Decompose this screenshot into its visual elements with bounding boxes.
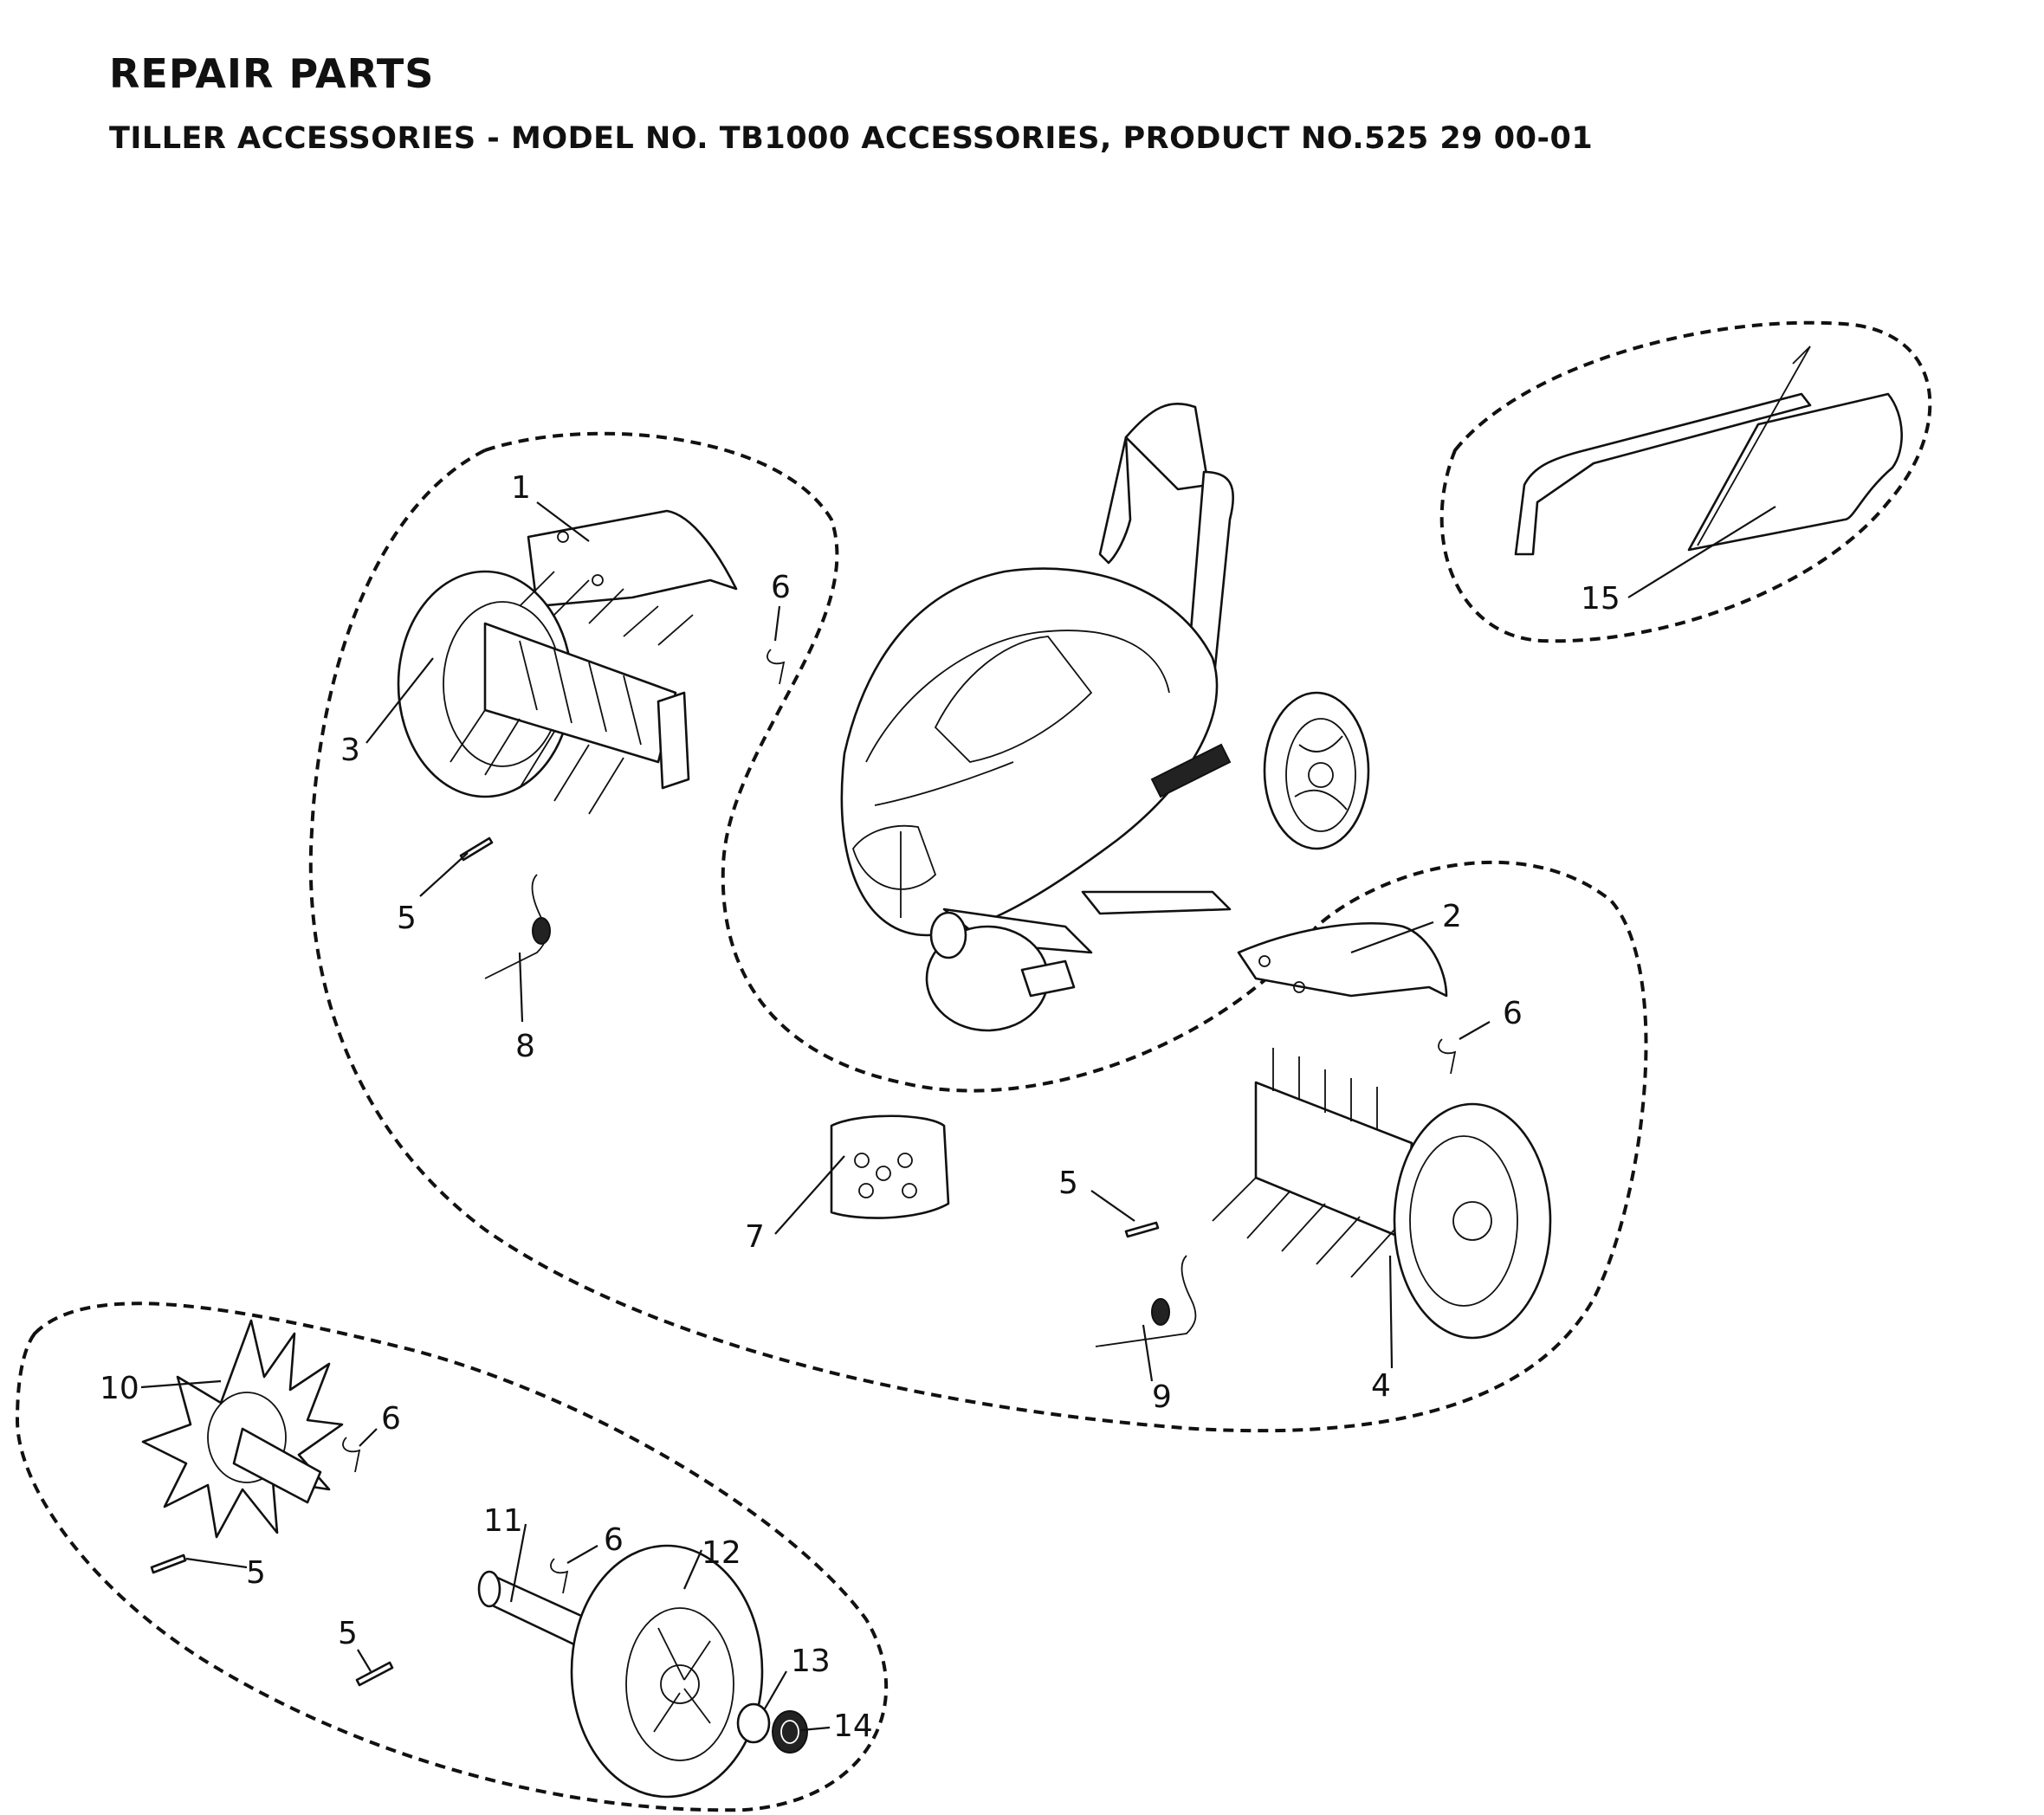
part-14-ring: [772, 1710, 808, 1754]
page-subtitle: TILLER ACCESSORIES - MODEL NO. TB1000 AC…: [109, 121, 1594, 156]
callout-3: 3: [340, 733, 360, 768]
callout-6b: 6: [1503, 996, 1523, 1031]
part-10-star-tine: [141, 1319, 344, 1539]
part-12-wheel: [570, 1544, 764, 1799]
callout-7: 7: [745, 1219, 765, 1255]
part-13-washer: [736, 1702, 771, 1744]
part-2-cover-right: [1237, 921, 1448, 998]
callout-15: 15: [1581, 581, 1620, 617]
callout-6a: 6: [771, 570, 791, 605]
callout-10: 10: [100, 1371, 139, 1406]
callout-5a: 5: [397, 901, 417, 936]
aerator-group-outline: [15, 1302, 889, 1812]
part-9-spring: [1095, 1255, 1197, 1347]
page-title: REPAIR PARTS: [109, 50, 435, 97]
callout-8: 8: [515, 1029, 535, 1064]
callout-6c: 6: [381, 1401, 401, 1437]
callout-5b: 5: [1058, 1166, 1078, 1201]
part-3-dethatcher-left: [397, 570, 694, 815]
part-11-axle: [477, 1570, 591, 1647]
leader-lines: [140, 501, 1776, 1732]
dethatcher-group-outline: [308, 431, 1648, 1433]
accessory-group-outline: [1439, 320, 1932, 643]
callout-5c: 5: [246, 1555, 266, 1591]
callout-5d: 5: [338, 1616, 358, 1651]
callout-11: 11: [483, 1503, 523, 1539]
callout-6d: 6: [604, 1522, 624, 1558]
tiller-body: [840, 403, 1370, 1032]
part-6-clips: [342, 649, 1457, 1594]
callout-9: 9: [1152, 1379, 1172, 1415]
callout-2: 2: [1442, 899, 1462, 934]
callout-1: 1: [511, 470, 531, 506]
callout-12: 12: [702, 1535, 741, 1571]
part-4-dethatcher-right: [1212, 1048, 1552, 1340]
part-8-spring: [484, 874, 551, 979]
part-7-hardware-bag: [830, 1114, 950, 1219]
callout-13: 13: [791, 1644, 831, 1679]
callout-4: 4: [1371, 1368, 1391, 1404]
callout-14: 14: [833, 1708, 873, 1744]
part-15-flap: [1514, 346, 1903, 556]
part-1-cover-left: [527, 509, 738, 608]
